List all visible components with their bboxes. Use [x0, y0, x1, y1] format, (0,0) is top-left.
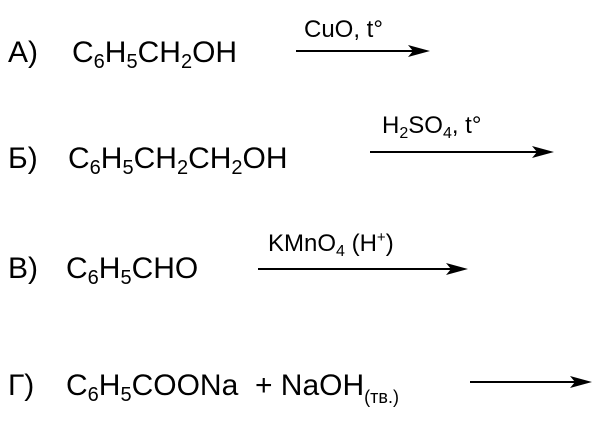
reaction-arrow	[258, 263, 468, 275]
reaction-label: Б)	[8, 142, 38, 175]
reaction-arrow	[470, 376, 592, 388]
reaction-arrow	[370, 146, 554, 158]
reaction-a: А) C6H5CH2OH CuO, t°	[0, 15, 600, 105]
reactant-formula: C6H5CH2OH	[72, 36, 238, 73]
reaction-d: Г) C6H5COONa + NaOH(тв.)	[0, 340, 600, 430]
reaction-condition: CuO, t°	[304, 16, 383, 43]
reaction-arrow	[296, 45, 430, 57]
reaction-label: Г)	[8, 369, 35, 402]
reaction-b: Б) C6H5CH2CH2OH H2SO4, t°	[0, 112, 600, 202]
reactant-formula: C6H5COONa + NaOH(тв.)	[66, 369, 399, 407]
reactant-formula: C6H5CH2CH2OH	[68, 142, 288, 179]
reaction-condition: KMnO4 (H+)	[268, 229, 394, 260]
reactant-formula: C6H5CHO	[66, 252, 199, 289]
reaction-condition: H2SO4, t°	[382, 112, 482, 142]
reaction-c: В) C6H5CHO KMnO4 (H+)	[0, 228, 600, 318]
reaction-label: А)	[8, 36, 38, 69]
reaction-label: В)	[8, 252, 38, 285]
